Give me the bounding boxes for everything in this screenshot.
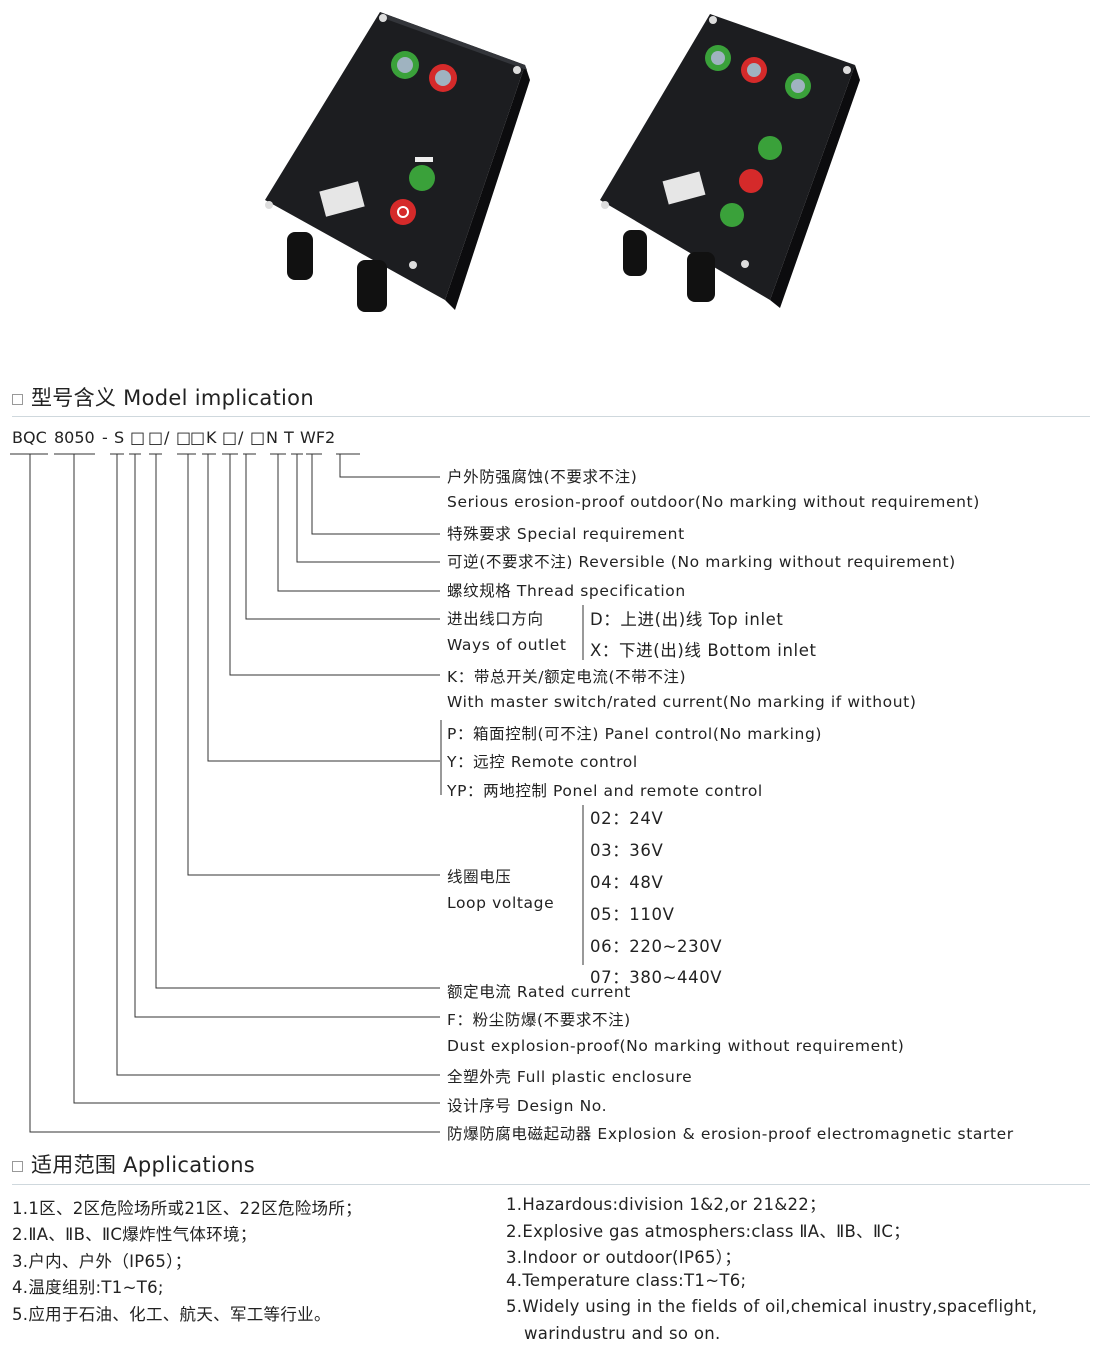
code-part-t: T (284, 428, 294, 447)
label-voltage-cn: 线圈电压 (447, 868, 512, 886)
code-part-k: K (206, 428, 217, 447)
code-part-box-2: □ (148, 428, 164, 447)
product-photo-starter-large (600, 14, 860, 308)
application-en-item: 5.Widely using in the fields of oil,chem… (506, 1297, 1038, 1316)
application-cn-item: 5.应用于石油、化工、航天、军工等行业。 (12, 1305, 331, 1324)
application-cn-item: 1.1区、2区危险场所或21区、22区危险场所； (12, 1199, 362, 1218)
label-plastic: 全塑外壳 Full plastic enclosure (447, 1068, 693, 1086)
label-dust-en: Dust explosion-proof(No marking without … (447, 1037, 905, 1055)
label-control-p: P：箱面控制(可不注) Panel control(No marking) (447, 725, 823, 743)
code-part-slash-2: / (238, 428, 244, 447)
label-thread: 螺纹规格 Thread specification (447, 582, 686, 600)
label-master-en: With master switch/rated current(No mark… (447, 693, 917, 711)
product-photo-starter-small (265, 12, 530, 312)
label-outlet-cn: 进出线口方向 (447, 610, 544, 628)
square-bullet-icon (12, 1160, 23, 1172)
code-part-box-6: □ (250, 428, 266, 447)
code-part-box-4: □ (190, 428, 206, 447)
application-cn-item: 3.户内、户外（IP65）； (12, 1252, 192, 1271)
application-en-item: 3.Indoor or outdoor(IP65）； (506, 1248, 742, 1267)
code-part-s: S (114, 428, 125, 447)
label-control-yp: YP：两地控制 Ponel and remote control (447, 782, 763, 800)
label-wf2-cn: 户外防强腐蚀(不要求不注) (447, 468, 638, 486)
label-wf2-en: Serious erosion-proof outdoor(No marking… (447, 493, 980, 511)
label-control-y: Y：远控 Remote control (447, 753, 638, 771)
label-outlet-d: D：上进(出)线 Top inlet (590, 610, 784, 629)
label-master-cn: K：带总开关/额定电流(不带不注) (447, 668, 687, 686)
code-part-8050: 8050 (54, 428, 95, 447)
label-outlet-x: X：下进(出)线 Bottom inlet (590, 641, 817, 660)
code-part-box-3: □ (176, 428, 192, 447)
application-cn-item: 4.温度组别:T1~T6; (12, 1278, 164, 1297)
application-en-item: 2.Explosive gas atmosphers:class ⅡA、ⅡB、Ⅱ… (506, 1222, 911, 1241)
code-part-box-1: □ (130, 428, 146, 447)
code-part-slash-1: / (164, 428, 170, 447)
code-part-dash: - (102, 428, 108, 447)
label-dust-cn: F：粉尘防爆(不要求不注) (447, 1011, 631, 1029)
divider (12, 416, 1090, 417)
section-model-title: 型号含义 Model implication (31, 386, 314, 410)
voltage-option: 07：380~440V (590, 968, 723, 987)
label-outlet-en: Ways of outlet (447, 636, 567, 654)
code-part-n: N (266, 428, 278, 447)
model-connector-lines (10, 453, 584, 1133)
voltage-option: 06：220~230V (590, 937, 723, 956)
code-part-bqc: BQC (12, 428, 47, 447)
application-en-item: 4.Temperature class:T1~T6; (506, 1271, 747, 1290)
label-special: 特殊要求 Special requirement (447, 525, 685, 543)
square-bullet-icon (12, 393, 23, 405)
code-part-box-5: □ (222, 428, 238, 447)
label-starter: 防爆防腐电磁起动器 Explosion & erosion-proof elec… (447, 1125, 1014, 1143)
section-applications-title: 适用范围 Applications (31, 1153, 256, 1177)
divider (12, 1184, 1090, 1185)
voltage-option: 02：24V (590, 809, 664, 828)
code-part-wf2: WF2 (300, 428, 336, 447)
section-model-header: 型号含义 Model implication (12, 383, 314, 411)
label-reversible: 可逆(不要求不注) Reversible (No marking without… (447, 553, 956, 571)
label-rated-current: 额定电流 Rated current (447, 983, 631, 1001)
application-en-item: warindustru and so on. (524, 1324, 721, 1343)
label-voltage-en: Loop voltage (447, 894, 555, 912)
label-design: 设计序号 Design No. (447, 1097, 608, 1115)
application-cn-item: 2.ⅡA、ⅡB、ⅡC爆炸性气体环境； (12, 1225, 257, 1244)
voltage-option: 05：110V (590, 905, 675, 924)
application-en-item: 1.Hazardous:division 1&2,or 21&22； (506, 1195, 826, 1214)
section-applications-header: 适用范围 Applications (12, 1150, 255, 1178)
voltage-option: 03：36V (590, 841, 664, 860)
voltage-option: 04：48V (590, 873, 664, 892)
